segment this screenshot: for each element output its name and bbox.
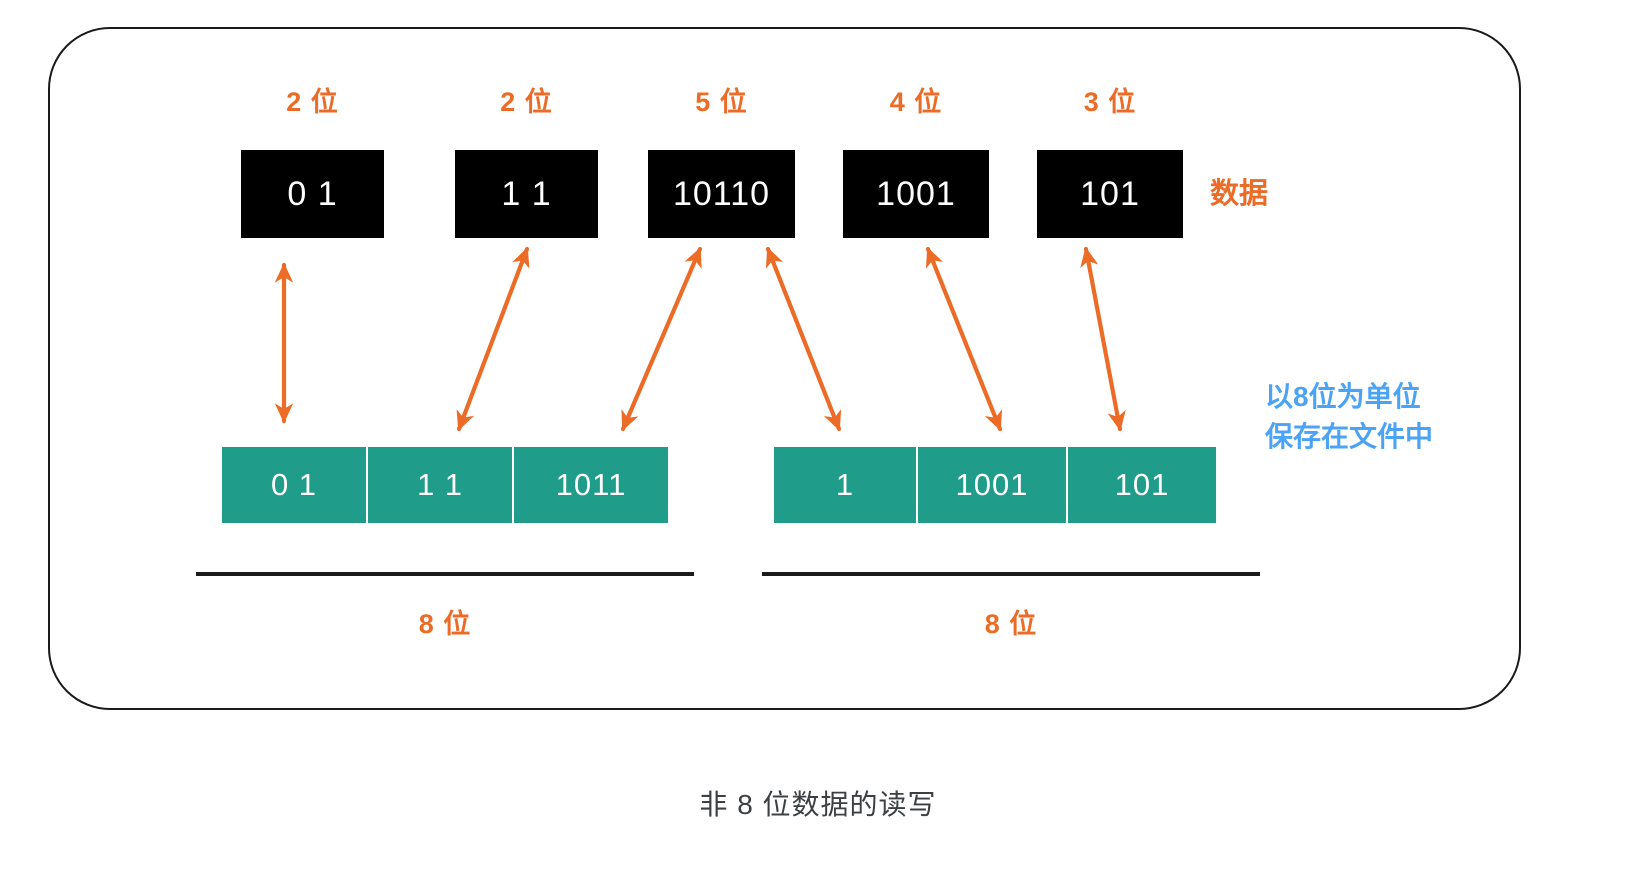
data-block-2: 10110: [648, 150, 795, 238]
storage-note-line-2: 保存在文件中: [1265, 420, 1434, 452]
file-cell-1-2: 101: [1068, 447, 1216, 523]
data-block-3: 1001: [843, 150, 989, 238]
file-cell-0-2: 1011: [514, 447, 668, 523]
data-row-label: 数据: [1210, 178, 1269, 210]
bits-label-3: 4 位: [889, 87, 943, 117]
bits-label-1: 2 位: [500, 87, 553, 117]
diagram-frame: [48, 27, 1521, 710]
bits-label-2: 5 位: [695, 87, 748, 117]
byte-rule-0: [196, 572, 694, 576]
storage-note-line-1: 以8位为单位: [1265, 381, 1421, 412]
byte-rule-label-0: 8 位: [418, 609, 472, 639]
file-cell-1-0: 1: [774, 447, 916, 523]
byte-rule-label-1: 8 位: [984, 609, 1038, 639]
data-block-1: 1 1: [455, 150, 598, 238]
bits-label-0: 2 位: [286, 87, 339, 117]
data-block-0: 0 1: [241, 150, 384, 238]
bits-label-4: 3 位: [1083, 87, 1137, 117]
data-block-4: 101: [1037, 150, 1183, 238]
byte-rule-1: [762, 572, 1260, 576]
file-cell-0-1: 1 1: [368, 447, 512, 523]
file-cell-0-0: 0 1: [222, 447, 366, 523]
file-cell-1-1: 1001: [918, 447, 1066, 523]
storage-note: 以8位为单位 保存在文件中: [1265, 377, 1433, 457]
figure-caption: 非 8 位数据的读写: [699, 789, 937, 820]
